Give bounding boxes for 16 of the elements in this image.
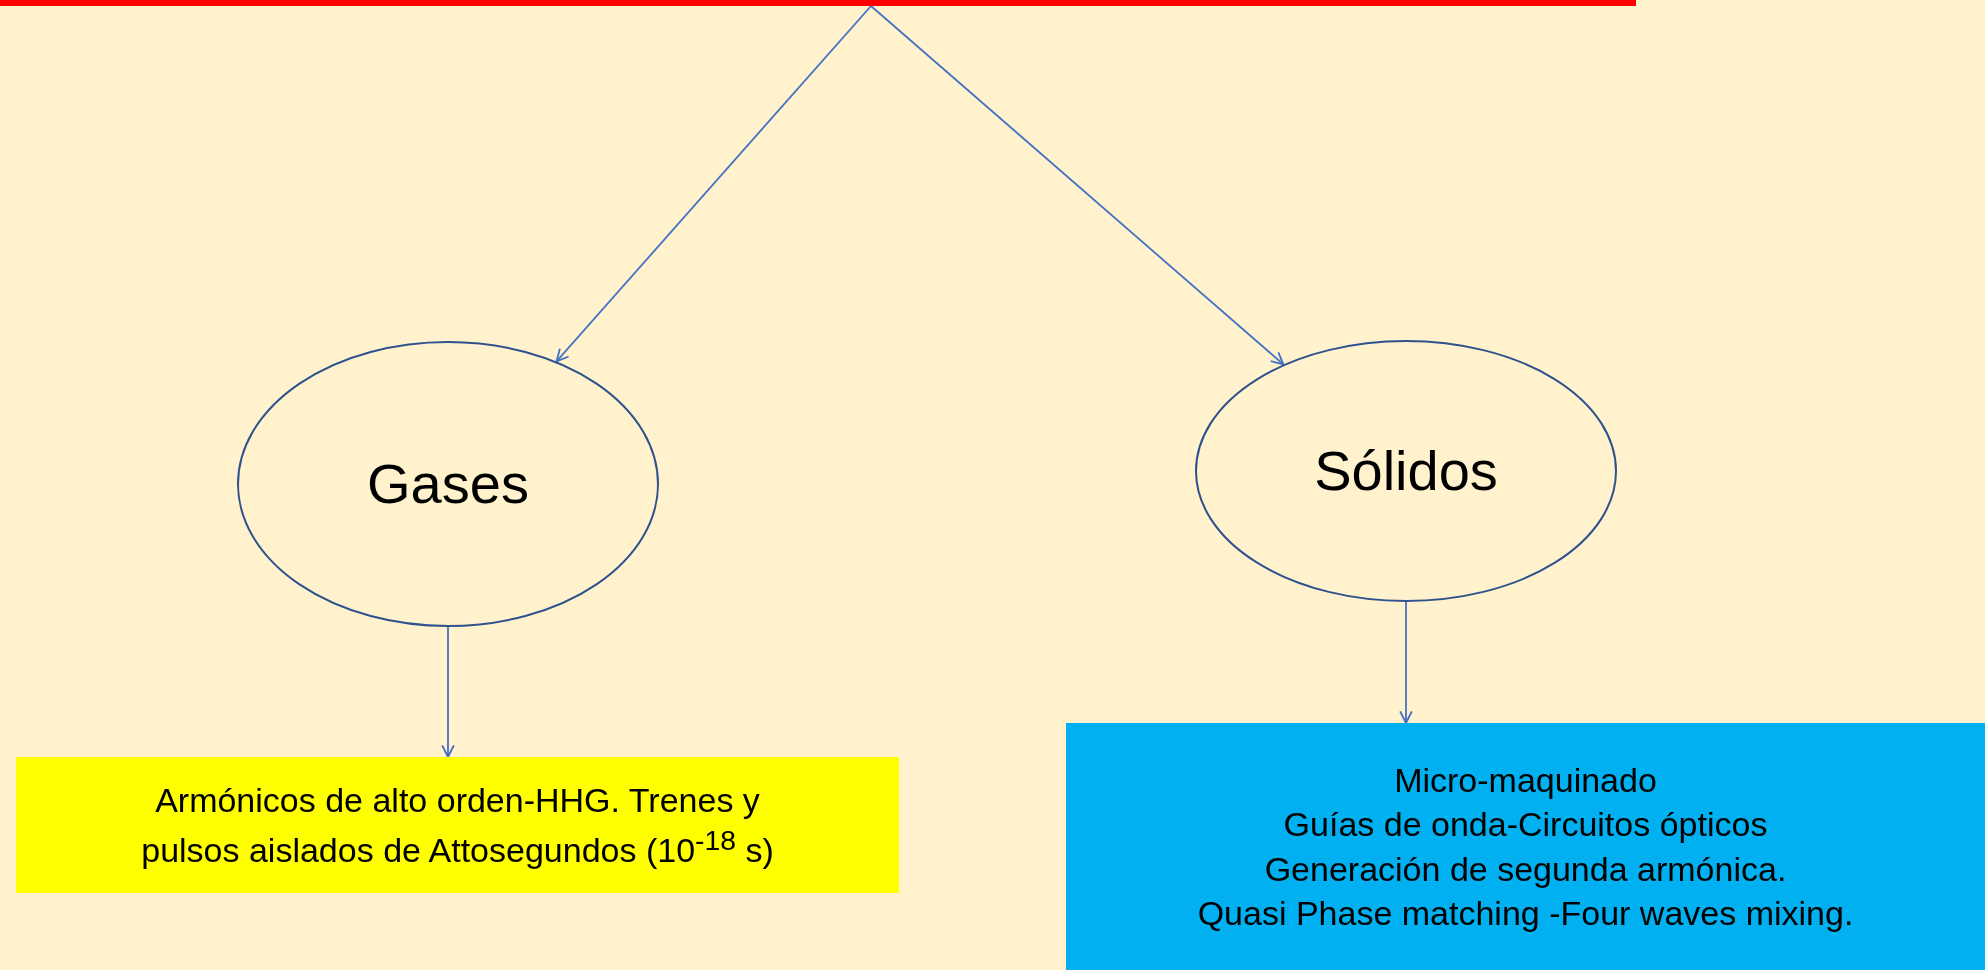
list-item-text: Quasi Phase matching -Four waves mixing. — [1197, 892, 1854, 934]
node-label: Gases — [367, 450, 529, 517]
gases-ellipse — [237, 341, 659, 627]
solids-ellipse — [1195, 340, 1617, 602]
arrow — [870, 5, 1285, 366]
header-bar — [0, 0, 1636, 6]
list-item-text: Guías de onda-Circuitos ópticos — [1283, 804, 1768, 846]
description-text: Armónicos de alto orden-HHG. Trenes y pulsos aislados de Attosegundos (10$^{-18}$ s) — [140, 779, 775, 872]
arrow — [441, 626, 455, 758]
arrow — [555, 5, 872, 363]
result-box — [16, 757, 899, 893]
list-item-text: Generación de segunda armónica. — [1264, 848, 1787, 890]
result-box — [1066, 723, 1985, 970]
node-label: Sólidos — [1314, 437, 1498, 504]
arrow — [1399, 601, 1413, 724]
list-item-text: Micro-maquinado — [1394, 760, 1657, 802]
